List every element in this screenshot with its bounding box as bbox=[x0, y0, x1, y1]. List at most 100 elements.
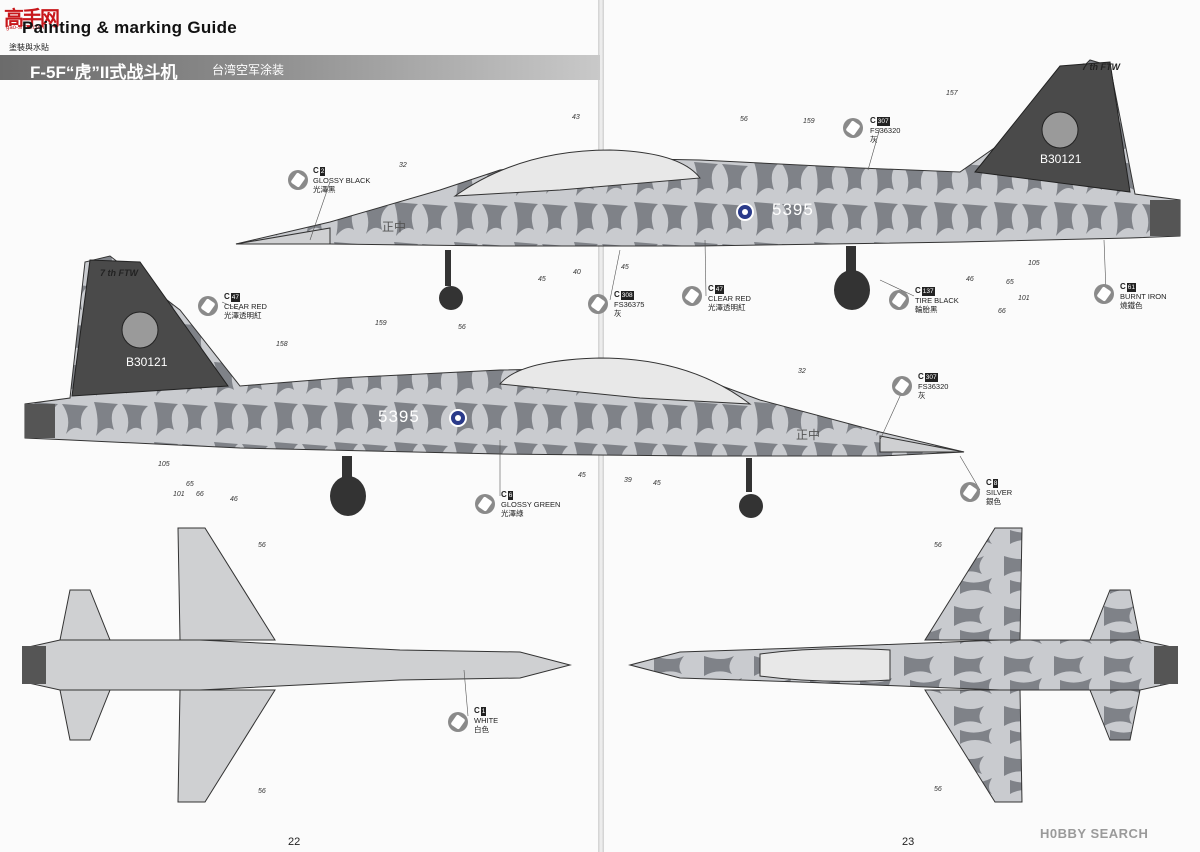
exhaust-bottom bbox=[22, 646, 46, 684]
stab-top-bottom bbox=[1089, 689, 1141, 741]
part-number: 46 bbox=[230, 496, 238, 503]
unit-text-upper: 7 th FTW bbox=[1082, 62, 1120, 72]
stab-bottom-bottom bbox=[59, 689, 111, 741]
canopy-lower bbox=[499, 357, 752, 405]
part-number: 157 bbox=[946, 90, 958, 97]
part-number: 66 bbox=[998, 308, 1006, 315]
page-subtitle: 塗裝與水貼 bbox=[9, 43, 49, 52]
part-number: 39 bbox=[624, 477, 632, 484]
logo-text: 高手网 bbox=[4, 8, 60, 30]
watermark-text: H0BBY SEARCH bbox=[1040, 826, 1149, 841]
part-number: 159 bbox=[375, 320, 387, 327]
part-number: 66 bbox=[196, 491, 204, 498]
paint-brush-icon bbox=[892, 376, 912, 396]
part-number: 45 bbox=[653, 480, 661, 487]
paint-brush-icon bbox=[198, 296, 218, 316]
part-number: 101 bbox=[173, 491, 185, 498]
fuselage-bottom bbox=[23, 639, 572, 691]
page-number-left: 22 bbox=[288, 836, 301, 848]
stab-top-top bbox=[1089, 589, 1141, 641]
part-number: 56 bbox=[258, 788, 266, 795]
part-number: 32 bbox=[798, 368, 806, 375]
paint-brush-icon bbox=[889, 290, 909, 310]
wing-bottom-top bbox=[177, 527, 276, 641]
part-number: 56 bbox=[258, 542, 266, 549]
unit-text-lower: 7 th FTW bbox=[100, 268, 138, 278]
exhaust-upper bbox=[1150, 200, 1180, 236]
part-number: 159 bbox=[803, 118, 815, 125]
tail-emblem-upper bbox=[1041, 111, 1079, 149]
wing-top-top bbox=[924, 527, 1023, 641]
banner-subtitle: 台湾空军涂装 bbox=[212, 63, 285, 77]
part-number: 101 bbox=[1018, 295, 1030, 302]
roundel-upper-center bbox=[742, 209, 748, 215]
roundel-lower-center bbox=[455, 415, 461, 421]
paint-brush-icon bbox=[288, 170, 308, 190]
part-number: 105 bbox=[158, 461, 170, 468]
paint-brush-icon bbox=[843, 118, 863, 138]
paint-brush-icon bbox=[475, 494, 495, 514]
paint-brush-icon bbox=[1094, 284, 1114, 304]
part-number: 105 bbox=[1028, 260, 1040, 267]
aircraft-number-upper: 5395 bbox=[772, 200, 814, 219]
paint-brush-icon bbox=[682, 286, 702, 306]
fuselage-top bbox=[628, 639, 1177, 691]
tail-serial-upper: B30121 bbox=[1040, 152, 1082, 166]
page-title: Painting & marking Guide bbox=[22, 18, 238, 37]
aircraft-number-lower: 5395 bbox=[378, 407, 420, 426]
landing-gear-lower bbox=[330, 456, 763, 518]
part-number: 56 bbox=[740, 116, 748, 123]
part-number: 46 bbox=[966, 276, 974, 283]
part-number: 40 bbox=[573, 269, 581, 276]
canopy-upper bbox=[453, 149, 701, 197]
landing-gear-upper bbox=[439, 246, 870, 310]
part-number: 45 bbox=[621, 264, 629, 271]
nose-characters-upper: 正中 bbox=[382, 220, 407, 234]
wing-bottom-bottom bbox=[177, 689, 276, 803]
paint-brush-icon bbox=[960, 482, 980, 502]
part-number: 56 bbox=[934, 542, 942, 549]
tail-serial-lower: B30121 bbox=[126, 355, 168, 369]
side-view-lower bbox=[24, 255, 965, 518]
title-banner: F-5F“虎”II式战斗机 台湾空军涂装 bbox=[0, 55, 600, 82]
logo-url: gao-shou.com bbox=[6, 25, 45, 31]
part-number: 65 bbox=[1006, 279, 1014, 286]
nose-cone-lower bbox=[879, 435, 965, 453]
tail-emblem-lower bbox=[121, 311, 159, 349]
planform-bottom-view bbox=[22, 527, 572, 803]
part-number: 158 bbox=[276, 341, 288, 348]
exhaust-top bbox=[1154, 646, 1178, 684]
stab-bottom-top bbox=[59, 589, 111, 641]
wing-top-bottom bbox=[924, 689, 1023, 803]
part-number: 65 bbox=[186, 481, 194, 488]
part-number: 45 bbox=[538, 276, 546, 283]
part-number: 56 bbox=[458, 324, 466, 331]
paint-brush-icon bbox=[588, 294, 608, 314]
nose-cone-upper bbox=[235, 227, 331, 245]
side-view-upper bbox=[235, 59, 1181, 310]
site-logo: 高手网 gao-shou.com bbox=[4, 2, 60, 31]
banner-title: F-5F“虎”II式战斗机 bbox=[30, 63, 178, 82]
exhaust-lower bbox=[25, 404, 55, 438]
paint-brush-icon bbox=[448, 712, 468, 732]
nose-characters-lower: 正中 bbox=[796, 428, 821, 442]
part-number: 45 bbox=[578, 472, 586, 479]
page-number-right: 23 bbox=[902, 836, 915, 848]
part-number: 43 bbox=[572, 114, 580, 121]
part-number: 32 bbox=[399, 162, 407, 169]
planform-top-view bbox=[628, 527, 1178, 803]
canopy-top bbox=[759, 648, 891, 682]
part-number: 56 bbox=[934, 786, 942, 793]
